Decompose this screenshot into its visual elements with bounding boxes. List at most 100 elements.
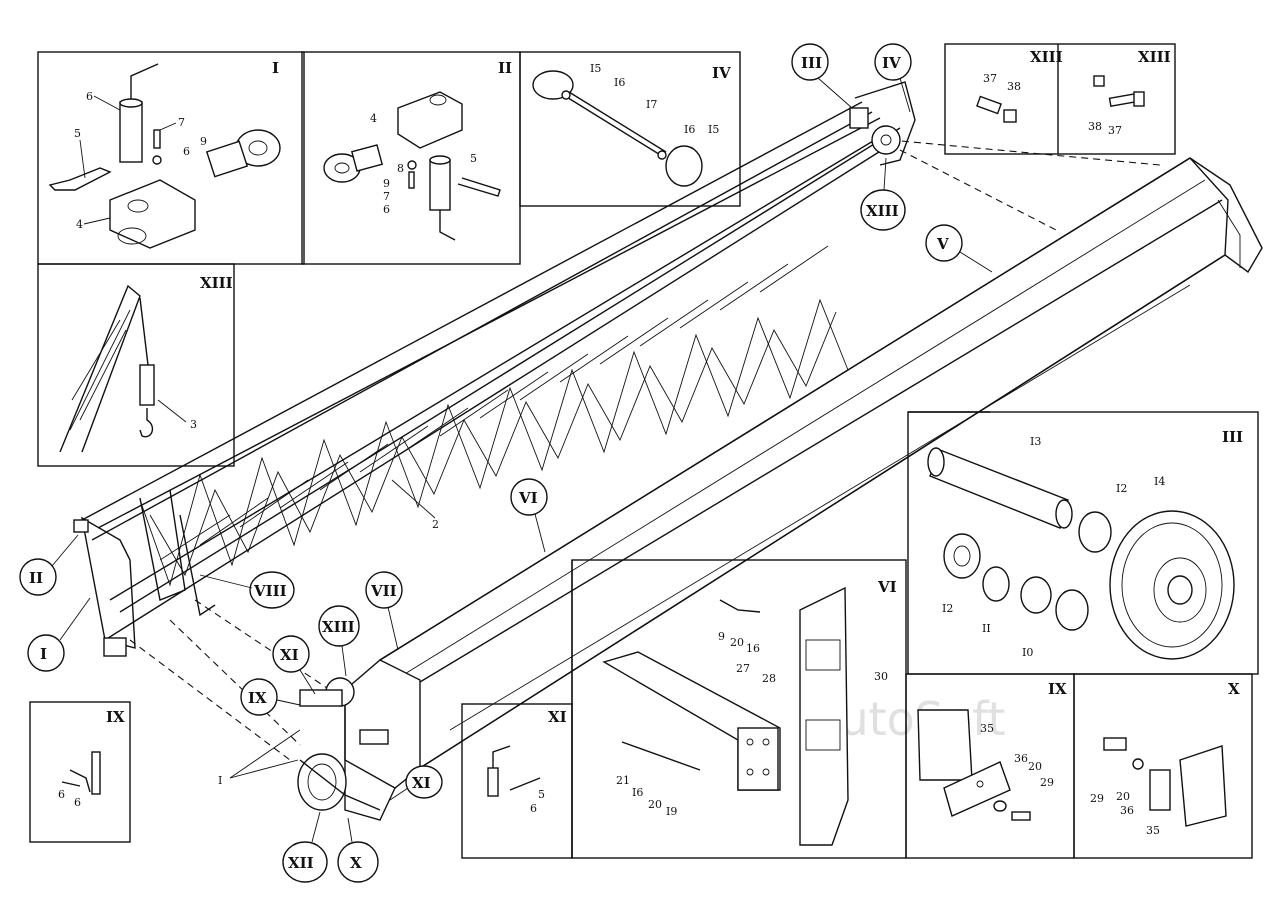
boom-foot <box>344 659 421 789</box>
panel-IX-small: IX 6 6 <box>29 701 131 843</box>
ring-10a <box>1020 576 1052 614</box>
svg-text:X: X <box>350 854 362 872</box>
svg-text:6: 6 <box>74 796 81 809</box>
callout-II: II <box>19 534 79 596</box>
svg-text:38: 38 <box>1088 120 1102 133</box>
svg-text:VI: VI <box>877 578 897 596</box>
panel-XIII-bolts: XIII XIII 37 38 38 37 <box>944 43 1176 155</box>
svg-text:I6: I6 <box>684 123 695 136</box>
svg-text:7: 7 <box>178 116 185 129</box>
svg-text:30: 30 <box>874 670 888 683</box>
plate-36b <box>1149 769 1171 811</box>
callout-VIII: VIII <box>199 571 295 609</box>
panel-VI: VI 9 20 16 27 28 30 21 I6 20 I9 <box>571 559 907 859</box>
svg-text:3: 3 <box>190 418 197 431</box>
jib-top-chord-a <box>81 101 863 521</box>
bushing-12b <box>943 533 981 579</box>
svg-text:III: III <box>801 54 822 72</box>
plate-36 <box>943 761 1011 817</box>
svg-text:I6: I6 <box>614 76 625 89</box>
callout-IV: IV <box>874 43 912 113</box>
svg-text:20: 20 <box>730 636 744 649</box>
ring-11 <box>982 566 1010 602</box>
svg-text:I6: I6 <box>632 786 643 799</box>
svg-text:VIII: VIII <box>253 582 287 600</box>
jib-bottom-chord-b <box>119 127 901 613</box>
svg-text:6: 6 <box>58 788 65 801</box>
svg-text:IX: IX <box>1048 680 1067 698</box>
svg-text:XIII: XIII <box>866 202 899 220</box>
svg-text:29: 29 <box>1090 792 1104 805</box>
panel-IV: IV I5 I6 I7 I6 I5 <box>519 51 741 207</box>
callout-VI: VI <box>510 478 548 553</box>
svg-text:I9: I9 <box>666 805 677 818</box>
svg-text:I7: I7 <box>646 98 657 111</box>
callout-XII: XII <box>282 811 328 883</box>
svg-text:20: 20 <box>1116 790 1130 803</box>
svg-text:4: 4 <box>370 112 377 125</box>
svg-text:35: 35 <box>980 722 994 735</box>
svg-text:4: 4 <box>76 218 83 231</box>
svg-text:I2: I2 <box>942 602 953 615</box>
shackle-4 <box>109 179 196 249</box>
svg-text:I2: I2 <box>1116 482 1127 495</box>
ring-15b <box>665 145 703 187</box>
svg-text:IX: IX <box>248 689 267 707</box>
ring-10b <box>1055 589 1089 631</box>
svg-text:XII: XII <box>288 854 314 872</box>
svg-text:I5: I5 <box>590 62 601 75</box>
svg-text:XIII: XIII <box>200 274 233 292</box>
svg-text:6: 6 <box>86 90 93 103</box>
svg-text:9: 9 <box>200 135 207 148</box>
svg-text:I5: I5 <box>708 123 719 136</box>
svg-text:8: 8 <box>397 162 404 175</box>
callout-XIII-top: XIII <box>860 157 906 231</box>
svg-text:IX: IX <box>106 708 125 726</box>
svg-text:I4: I4 <box>1154 475 1165 488</box>
pin-6c <box>487 767 499 797</box>
svg-text:XI: XI <box>548 708 567 726</box>
foot-drum <box>297 753 347 811</box>
svg-text:37: 37 <box>983 72 997 85</box>
panel-XI: XI 5 6 <box>461 703 573 859</box>
panel-III: III I3 I2 I4 I2 II I0 <box>907 411 1259 675</box>
dashed-connectors <box>129 139 1161 761</box>
svg-text:XIII: XIII <box>1138 48 1171 66</box>
svg-text:37: 37 <box>1108 124 1122 137</box>
svg-text:XI: XI <box>412 774 431 792</box>
svg-text:6: 6 <box>183 145 190 158</box>
panel-X: X 29 20 36 35 <box>1073 673 1253 859</box>
jib-bottom-chord-a <box>104 144 891 641</box>
callout-I: I <box>27 597 91 672</box>
svg-text:VII: VII <box>370 582 397 600</box>
svg-text:I: I <box>218 774 222 787</box>
drum-13 <box>929 449 1069 529</box>
callout-III: III <box>791 43 853 109</box>
svg-text:35: 35 <box>1146 824 1160 837</box>
svg-text:XIII: XIII <box>1030 48 1063 66</box>
svg-text:III: III <box>1222 428 1243 446</box>
svg-text:36: 36 <box>1014 752 1028 765</box>
svg-text:II: II <box>498 59 512 77</box>
svg-text:28: 28 <box>762 672 776 685</box>
svg-text:IV: IV <box>712 64 731 82</box>
plate-35 <box>917 709 973 781</box>
bolt-29 <box>1103 737 1127 751</box>
bracket-30 <box>799 586 849 846</box>
svg-text:X: X <box>1228 680 1240 698</box>
lattice-jib <box>73 81 916 657</box>
svg-text:II: II <box>982 622 991 635</box>
panel-IX: IX 35 36 20 29 <box>905 673 1075 859</box>
panel-II: II 4 8 9 7 6 5 <box>301 51 521 265</box>
svg-text:IV: IV <box>882 54 901 72</box>
callout-XI-a: XI <box>272 635 316 695</box>
callouts: III IV XIII V VI II <box>19 43 993 883</box>
svg-text:XIII: XIII <box>322 618 355 636</box>
callout-XIII-mid: XIII <box>318 605 360 677</box>
svg-text:16: 16 <box>746 642 760 655</box>
jib-head-sheave <box>871 125 901 155</box>
hook-block <box>139 364 155 406</box>
svg-text:5: 5 <box>538 788 545 801</box>
panel-XIII-hook: XIII 3 <box>37 263 235 467</box>
